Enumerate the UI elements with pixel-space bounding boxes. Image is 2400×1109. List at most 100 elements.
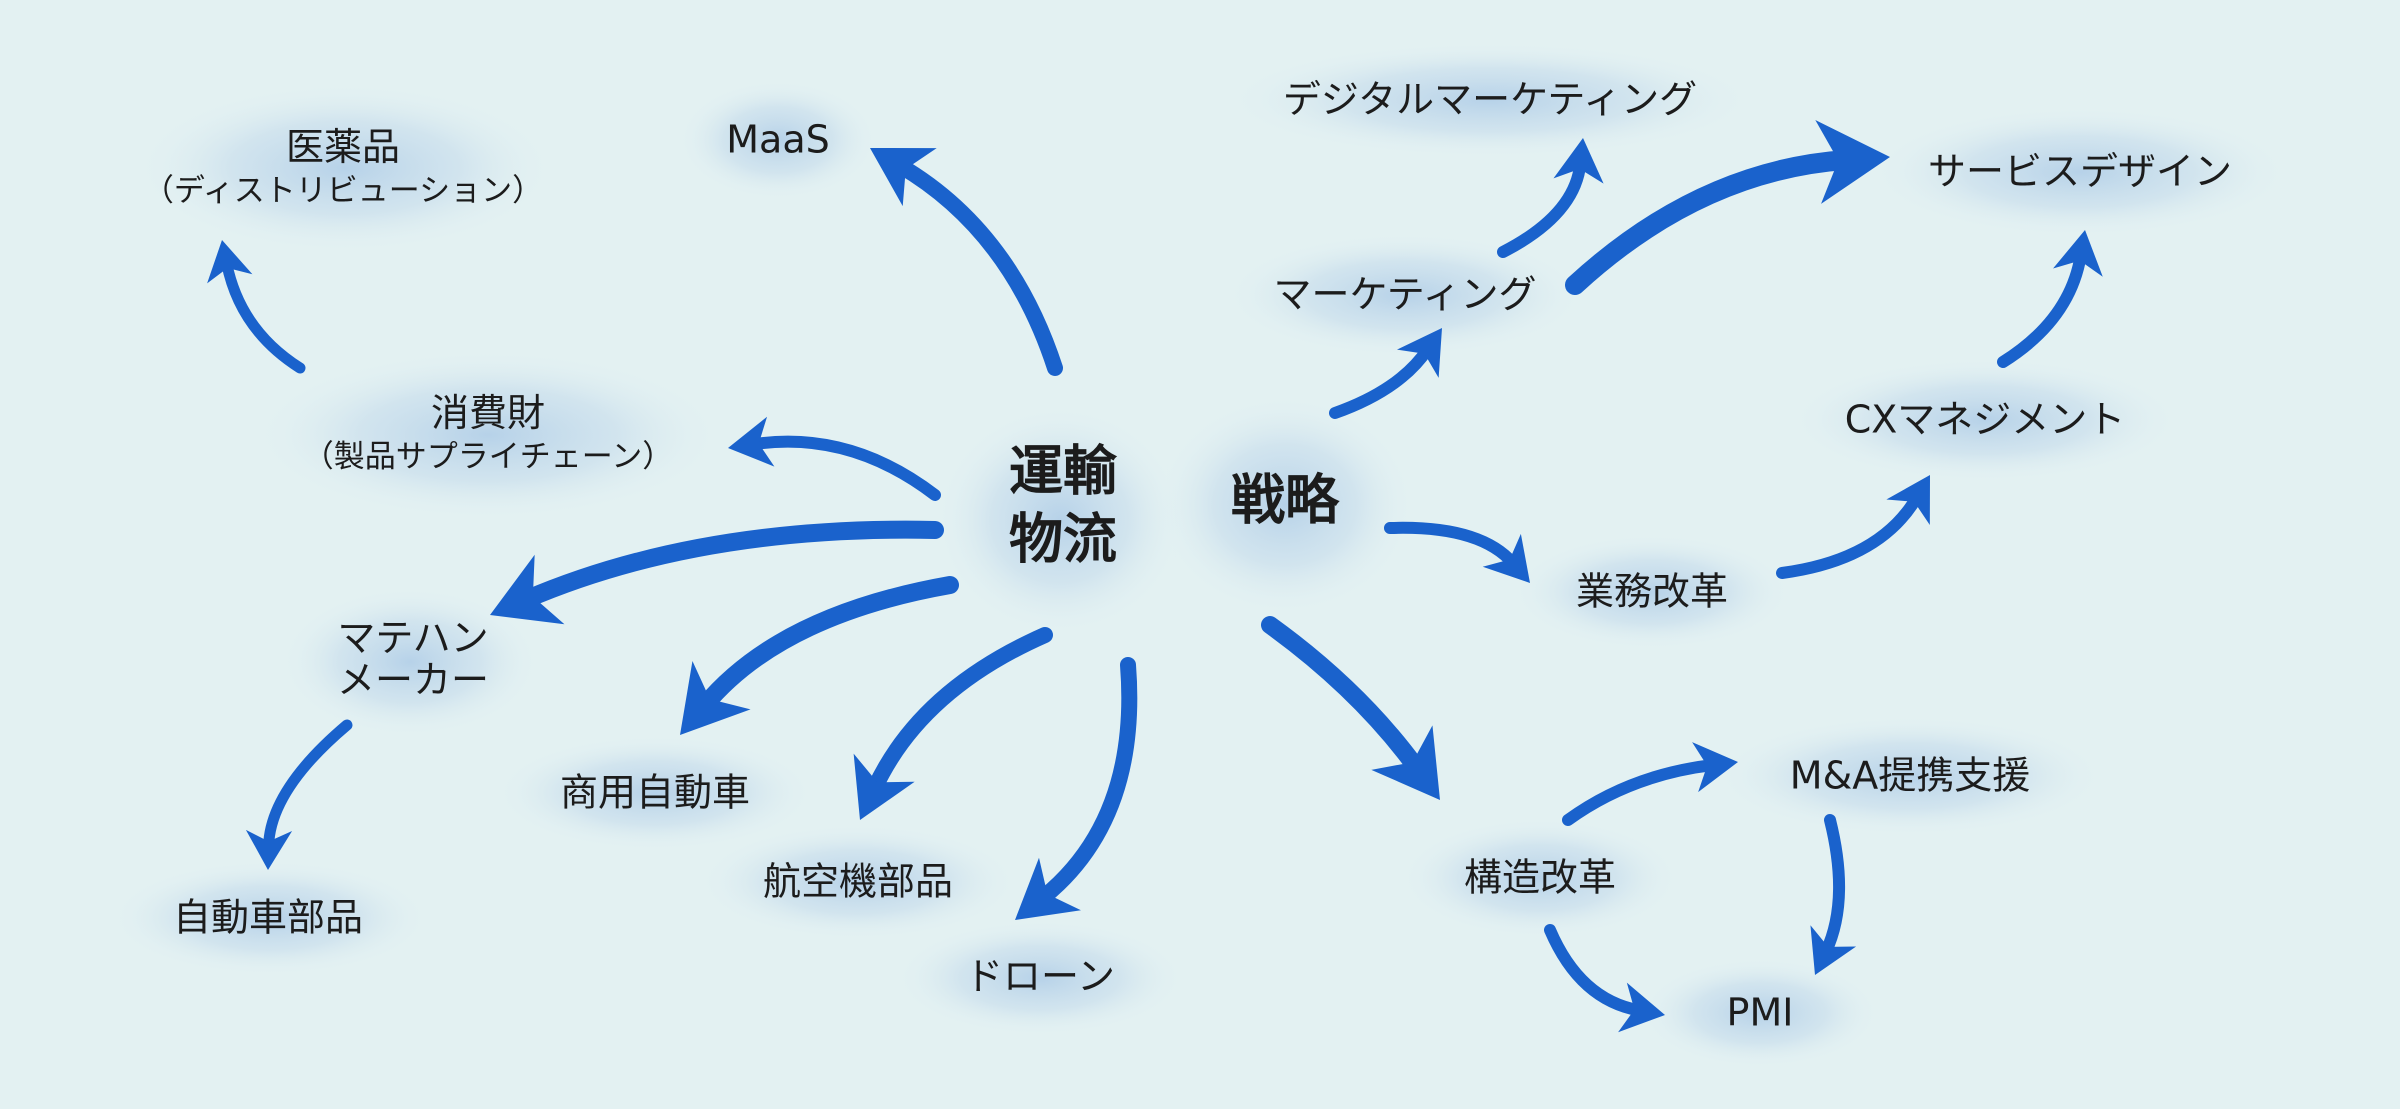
node-drone: ドローン xyxy=(964,954,1116,999)
glow-auto-parts xyxy=(110,860,430,976)
glow-material-handling xyxy=(280,587,540,737)
node-service-design: サービスデザイン xyxy=(1927,149,2233,194)
glow-business-reform xyxy=(1512,534,1792,650)
arrow-strategy-to-structural-reform xyxy=(1261,616,1440,800)
glow-pharma xyxy=(135,83,555,253)
node-mna-support: M&A提携支援 xyxy=(1789,753,2031,798)
arrow-strategy-to-structural-reform-shaft xyxy=(1261,616,1427,778)
glow-logistics xyxy=(935,405,1185,635)
node-material-handling-line2: メーカー xyxy=(336,658,490,702)
arrow-material-handling-to-auto-parts xyxy=(245,719,353,870)
arrow-material-handling-to-auto-parts-shaft xyxy=(263,719,353,852)
glow-structural-reform xyxy=(1400,818,1680,938)
arrow-strategy-to-business-reform xyxy=(1384,521,1530,583)
arrow-marketing-to-digital-marketing-head xyxy=(1553,138,1604,184)
node-consumer-goods-label: 消費財 xyxy=(430,390,546,435)
arrow-structural-reform-to-pmi xyxy=(1544,924,1665,1033)
arrow-logistics-to-consumer-goods xyxy=(728,416,941,501)
node-material-handling-line1: マテハン xyxy=(337,616,489,661)
node-maas: MaaS xyxy=(726,117,830,162)
glow-marketing xyxy=(1225,233,1585,357)
node-digital-marketing: デジタルマーケティング xyxy=(1282,77,1698,122)
arrow-marketing-to-digital-marketing xyxy=(1497,138,1604,258)
arrow-consumer-goods-to-pharma xyxy=(207,240,306,374)
arrow-strategy-to-business-reform-shaft xyxy=(1384,521,1520,570)
arrow-business-reform-to-cx-management-shaft xyxy=(1776,491,1923,579)
arrow-marketing-to-service-design-shaft xyxy=(1565,149,1857,295)
glow-cx-management xyxy=(1790,358,2180,482)
arrow-consumer-goods-to-pharma-shaft xyxy=(221,257,306,374)
arrow-logistics-to-drone-head xyxy=(1015,857,1081,920)
glow-strategy xyxy=(1155,395,1415,615)
arrow-logistics-to-material-handling xyxy=(490,520,944,625)
arrow-logistics-to-aircraft-parts-head xyxy=(853,753,915,820)
arrow-logistics-to-maas-head xyxy=(870,148,937,207)
arrow-logistics-to-commercial-vehicles xyxy=(680,576,959,735)
arrows xyxy=(207,120,2103,1033)
node-material-handling: マテハン メーカー xyxy=(336,616,490,702)
arrow-marketing-to-service-design-head xyxy=(1815,120,1890,204)
arrow-structural-reform-to-pmi-head xyxy=(1618,982,1665,1033)
arrow-logistics-to-consumer-goods-shaft xyxy=(747,435,941,501)
node-commercial-vehicles: 商用自動車 xyxy=(559,770,751,815)
arrow-consumer-goods-to-pharma-head xyxy=(207,240,253,284)
arrow-strategy-to-marketing-head xyxy=(1396,328,1442,378)
arrow-logistics-to-aircraft-parts xyxy=(853,627,1053,820)
glow-commercial-vehicles xyxy=(495,735,815,851)
node-consumer-goods: 消費財 （製品サプライチェーン） xyxy=(303,390,673,476)
arrow-logistics-to-material-handling-shaft xyxy=(516,520,944,609)
arrow-mna-support-to-pmi-shaft xyxy=(1819,814,1846,958)
hub-logistics-line2: 物流 xyxy=(1009,507,1117,570)
arrow-mna-support-to-pmi xyxy=(1810,814,1857,975)
arrow-logistics-to-commercial-vehicles-head xyxy=(680,661,751,735)
glow-halos xyxy=(110,42,2290,1068)
node-cx-management: CXマネジメント xyxy=(1844,397,2126,442)
arrow-strategy-to-marketing xyxy=(1329,328,1442,419)
glow-aircraft-parts xyxy=(698,824,1018,940)
arrow-strategy-to-marketing-shaft xyxy=(1329,343,1434,419)
arrow-mna-support-to-pmi-head xyxy=(1810,925,1857,975)
arrow-cx-management-to-service-design-shaft xyxy=(1997,249,2087,368)
arrow-logistics-to-maas xyxy=(870,148,1063,376)
arrow-cx-management-to-service-design xyxy=(1997,230,2103,368)
arrow-logistics-to-consumer-goods-head xyxy=(728,416,775,467)
glow-pmi xyxy=(1640,958,1880,1068)
glow-mna-support xyxy=(1715,716,2105,836)
node-structural-reform: 構造改革 xyxy=(1463,855,1617,900)
arrow-logistics-to-material-handling-head xyxy=(490,554,565,625)
node-pmi: PMI xyxy=(1726,990,1794,1035)
arrow-logistics-to-aircraft-parts-shaft xyxy=(866,627,1053,797)
arrow-structural-reform-to-mna-support-shaft xyxy=(1562,759,1719,826)
glow-maas xyxy=(678,80,878,200)
arrow-logistics-to-drone xyxy=(1015,657,1138,920)
glow-drone xyxy=(895,920,1185,1036)
arrow-logistics-to-commercial-vehicles-shaft xyxy=(695,576,959,715)
node-pharma: 医薬品 （ディストリビューション） xyxy=(143,124,543,210)
arrow-cx-management-to-service-design-head xyxy=(2053,230,2103,277)
node-aircraft-parts: 航空機部品 xyxy=(762,859,954,904)
arrow-logistics-to-drone-shaft xyxy=(1033,657,1138,907)
node-marketing: マーケティング xyxy=(1273,272,1537,317)
arrow-logistics-to-maas-shaft xyxy=(891,157,1063,376)
arrow-structural-reform-to-pmi-shaft xyxy=(1544,924,1646,1017)
glow-service-design xyxy=(1870,107,2290,237)
arrow-structural-reform-to-mna-support xyxy=(1562,742,1738,826)
node-consumer-goods-sub: （製品サプライチェーン） xyxy=(302,438,674,475)
hub-strategy: 戦略 xyxy=(1231,468,1339,532)
arrow-strategy-to-structural-reform-head xyxy=(1371,725,1440,800)
arrow-marketing-to-service-design xyxy=(1565,120,1890,295)
node-auto-parts: 自動車部品 xyxy=(172,895,364,940)
glow-consumer-goods xyxy=(253,350,723,520)
node-pharma-label: 医薬品 xyxy=(285,124,400,169)
hub-logistics: 運輸 物流 xyxy=(1009,438,1117,573)
node-business-reform: 業務改革 xyxy=(1575,569,1729,614)
node-pharma-sub: （ディストリビューション） xyxy=(142,172,544,209)
arrow-marketing-to-digital-marketing-shaft xyxy=(1497,157,1587,258)
arrow-business-reform-to-cx-management-head xyxy=(1886,475,1930,526)
glow-digital-marketing xyxy=(1225,42,1755,158)
arrow-business-reform-to-cx-management xyxy=(1776,475,1930,579)
arrow-material-handling-to-auto-parts-head xyxy=(245,829,293,870)
arrow-strategy-to-business-reform-head xyxy=(1482,533,1530,583)
arrow-structural-reform-to-mna-support-head xyxy=(1692,742,1738,793)
